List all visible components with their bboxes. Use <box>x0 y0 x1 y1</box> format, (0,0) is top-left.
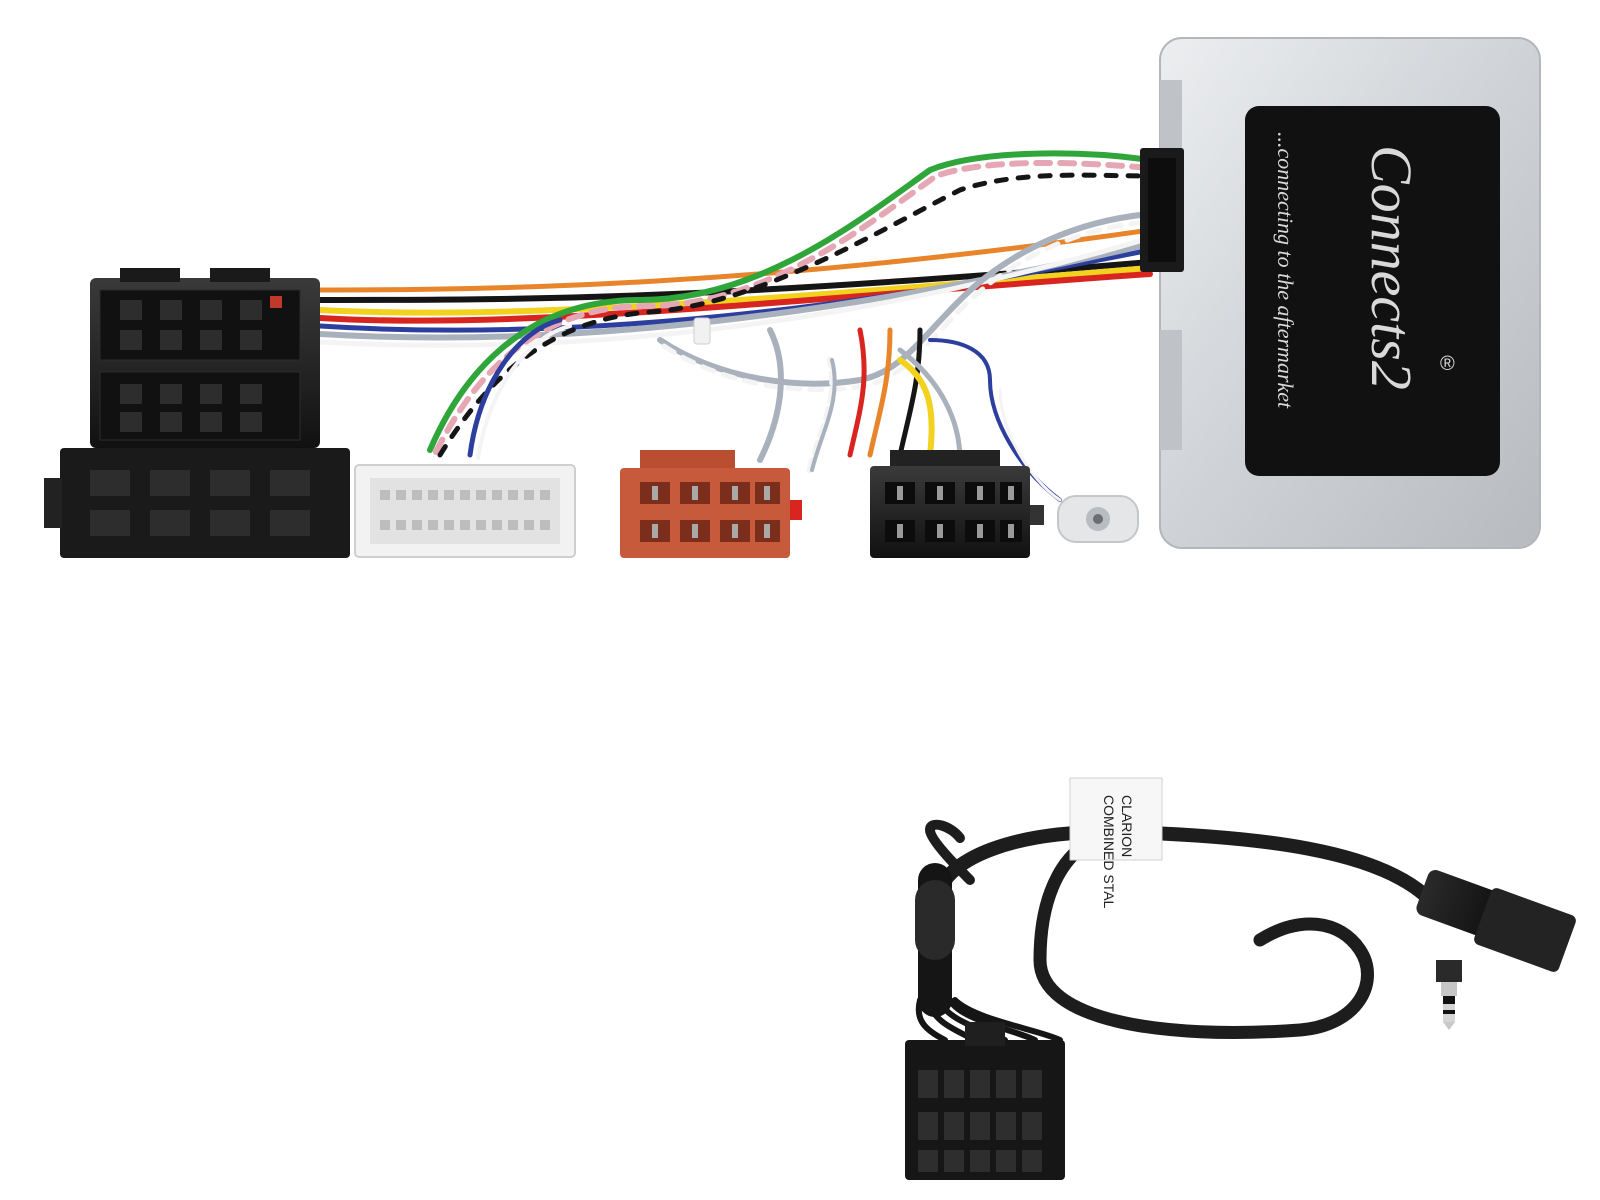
interface-box-icon <box>1140 37 1541 549</box>
jack-plug <box>1416 870 1576 1030</box>
iso-connector <box>44 268 350 558</box>
antenna-jack-icon <box>1057 495 1139 543</box>
antenna-jack <box>1057 495 1139 543</box>
white-multipin-connector-icon <box>354 464 576 558</box>
interface-module: Connects2 ...connecting to the aftermark… <box>1140 37 1541 549</box>
molex-plug-icon <box>905 1022 1065 1180</box>
jack-plug-icon <box>1416 870 1576 1030</box>
cable-tag: CLARION COMBINED STAL <box>1069 777 1163 909</box>
cable-tag-line2: COMBINED STAL <box>1101 795 1117 909</box>
black-iso-connector <box>870 450 1044 558</box>
brand-tagline: ...connecting to the aftermarket <box>1273 132 1298 409</box>
orange-iso-connector-icon <box>620 450 802 558</box>
brand-logo: Connects2 <box>1359 145 1424 390</box>
cable-tag-line1: CLARION <box>1119 795 1135 857</box>
iso-connector-icon <box>44 268 350 558</box>
white-multipin-connector <box>354 464 576 558</box>
registered-mark: ® <box>1440 353 1455 375</box>
black-iso-connector-icon <box>870 450 1044 558</box>
wire-loom <box>317 150 1153 502</box>
patch-lead <box>915 819 1437 1043</box>
molex-plug <box>905 1022 1065 1180</box>
orange-iso-connector <box>620 450 802 558</box>
